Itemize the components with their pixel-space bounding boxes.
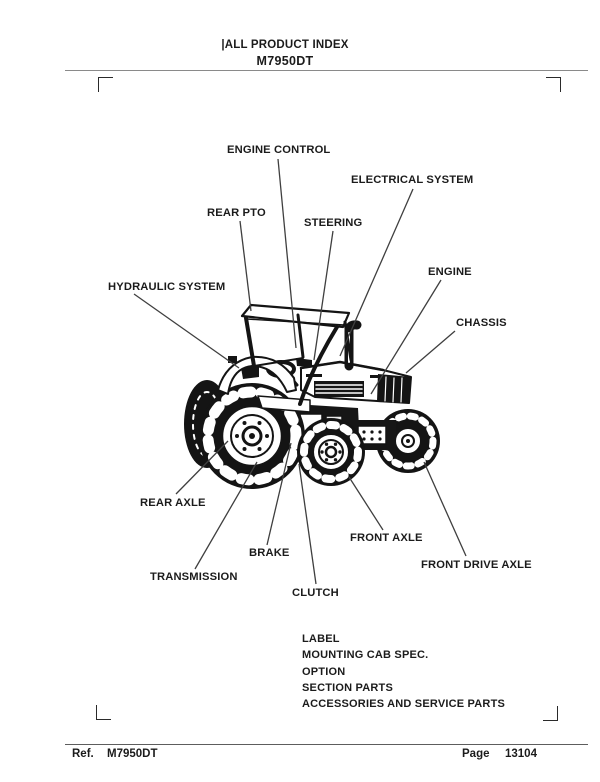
leader-rear-axle xyxy=(175,440,229,495)
leader-engine-control xyxy=(277,158,297,349)
part-label-rear-pto: REAR PTO xyxy=(207,207,266,219)
footer-page-label: Page xyxy=(462,748,490,760)
footer-rule xyxy=(65,744,588,746)
leader-lines xyxy=(133,158,467,585)
tractor-illustration xyxy=(184,303,440,489)
footer-ref-label: Ref. xyxy=(72,748,94,760)
leader-chassis xyxy=(405,330,456,374)
footer-page-number: 13104 xyxy=(505,748,537,760)
index-item-option: OPTION xyxy=(302,665,346,678)
part-label-engine: ENGINE xyxy=(428,266,472,278)
leader-front-drive-axle xyxy=(423,461,467,557)
leader-engine xyxy=(370,279,442,395)
leader-front-axle xyxy=(348,476,384,531)
part-label-rear-axle: REAR AXLE xyxy=(140,497,206,509)
index-item-label: LABEL xyxy=(302,633,340,645)
crop-mark-bottom-left xyxy=(96,705,111,720)
model-number-heading: M7950DT xyxy=(256,54,314,68)
footer-ref-value: M7950DT xyxy=(107,748,158,760)
index-item-accessories: ACCESSORIES AND SERVICE PARTS xyxy=(302,698,506,711)
section-index-list: LABEL MOUNTING CAB SPEC. OPTION SECTION … xyxy=(302,631,505,712)
front-grille xyxy=(377,374,411,403)
header-rule xyxy=(65,70,588,72)
crop-mark-top-left xyxy=(98,77,113,92)
page-title: |ALL PRODUCT INDEX xyxy=(221,39,349,51)
leader-electrical-system xyxy=(339,188,414,357)
front-wheel-near xyxy=(297,418,365,486)
crop-mark-top-right xyxy=(546,77,561,92)
part-label-electrical-system: ELECTRICAL SYSTEM xyxy=(351,174,474,186)
part-label-clutch: CLUTCH xyxy=(292,587,339,599)
index-item-mounting-cab-spec: MOUNTING CAB SPEC. xyxy=(302,649,429,662)
operator-platform xyxy=(257,395,311,413)
crop-mark-bottom-right xyxy=(543,706,558,721)
part-label-transmission: TRANSMISSION xyxy=(150,571,238,583)
part-label-front-axle: FRONT AXLE xyxy=(350,532,423,544)
part-label-brake: BRAKE xyxy=(249,547,290,559)
part-label-steering: STEERING xyxy=(304,217,363,229)
leader-transmission xyxy=(194,461,258,570)
leader-rear-pto xyxy=(239,220,252,312)
leader-clutch xyxy=(298,463,317,585)
part-label-chassis: CHASSIS xyxy=(456,317,507,329)
leader-hydraulic-system xyxy=(133,293,240,369)
part-label-hydraulic-system: HYDRAULIC SYSTEM xyxy=(108,281,226,293)
part-label-engine-control: ENGINE CONTROL xyxy=(227,144,331,156)
leader-steering xyxy=(313,230,334,361)
part-label-front-drive-axle: FRONT DRIVE AXLE xyxy=(421,559,532,571)
index-item-section-parts: SECTION PARTS xyxy=(302,681,394,694)
canopy-rops xyxy=(240,303,353,406)
leader-brake xyxy=(266,442,292,546)
